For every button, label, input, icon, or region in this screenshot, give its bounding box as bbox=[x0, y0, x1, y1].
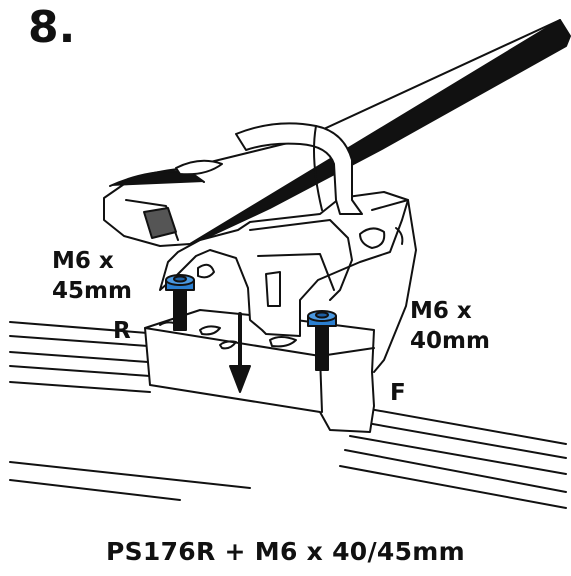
bolt-left bbox=[165, 274, 195, 331]
bolt-size-label-left: M6 x 45mm bbox=[52, 246, 132, 306]
step-number: 8. bbox=[28, 2, 76, 53]
roof-rail bbox=[9, 321, 567, 509]
side-rear-label: R bbox=[113, 318, 131, 344]
crossbar bbox=[103, 19, 571, 247]
parts-caption: PS176R + M6 x 40/45mm bbox=[105, 537, 466, 566]
bolt-size-right-line-1: M6 x bbox=[410, 298, 472, 324]
bolt-size-right-line-2: 40mm bbox=[410, 328, 490, 354]
bolt-size-left-line-2: 45mm bbox=[52, 278, 132, 304]
foot-body bbox=[159, 191, 417, 373]
side-front-label: F bbox=[390, 380, 406, 406]
bolt-size-label-right: M6 x 40mm bbox=[410, 296, 490, 356]
clamp-strap bbox=[235, 122, 363, 215]
bolt-size-left-line-1: M6 x bbox=[52, 248, 114, 274]
down-arrow-icon bbox=[229, 312, 251, 393]
bolt-right bbox=[307, 310, 337, 371]
